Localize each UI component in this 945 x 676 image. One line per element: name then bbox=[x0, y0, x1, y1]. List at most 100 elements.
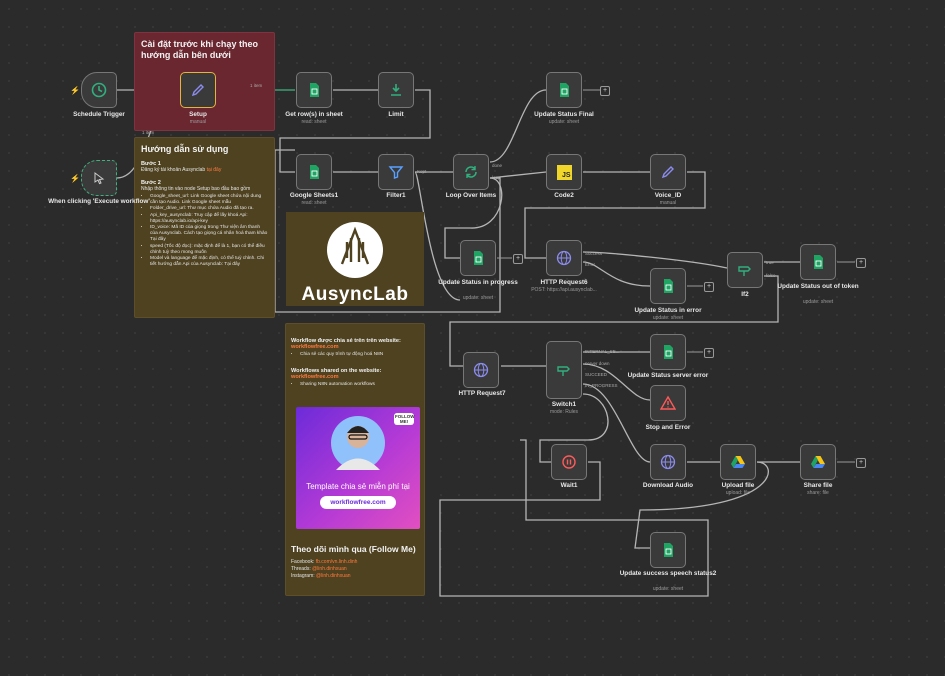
cursor-icon bbox=[94, 172, 105, 185]
voice-id-node[interactable] bbox=[650, 154, 686, 190]
limit-node[interactable] bbox=[378, 72, 414, 108]
filter-icon bbox=[388, 166, 404, 179]
banner-button[interactable]: workflowfree.com bbox=[320, 496, 396, 509]
loop-icon bbox=[465, 166, 477, 178]
add-node-button[interactable]: + bbox=[856, 258, 866, 268]
update-success-sub: update: sheet bbox=[652, 586, 684, 592]
update-out-of-token-node[interactable] bbox=[800, 244, 836, 280]
setup-label: Setup bbox=[189, 111, 207, 118]
step1-link[interactable]: tại đây bbox=[206, 167, 222, 173]
facebook-link[interactable]: fb.com/vn.linh.dinh bbox=[315, 559, 358, 565]
stop-and-error-node[interactable] bbox=[650, 385, 686, 421]
globe-icon bbox=[660, 454, 676, 470]
http-request6-node[interactable] bbox=[546, 240, 582, 276]
globe-icon bbox=[473, 362, 489, 378]
code2-label: Code2 bbox=[554, 192, 574, 199]
switch1-label: Switch1 bbox=[551, 401, 577, 408]
sticky-setup-title: Cài đặt trước khi chạy theo hướng dẫn bê… bbox=[141, 39, 258, 60]
threads-link[interactable]: @linh.dinhxuan bbox=[312, 566, 347, 572]
get-rows-sub: read: sheet bbox=[301, 119, 327, 125]
clock-icon bbox=[91, 82, 107, 98]
share-en-title: Workflows shared on the website: bbox=[291, 368, 382, 375]
pause-icon bbox=[562, 455, 576, 469]
update-in-error-sub: update: sheet bbox=[652, 315, 684, 321]
switch1-node[interactable] bbox=[546, 341, 582, 399]
if-false-port: false bbox=[766, 273, 776, 278]
download-audio-node[interactable] bbox=[650, 444, 686, 480]
update-in-error-node[interactable] bbox=[650, 268, 686, 304]
google-sheets1-node[interactable] bbox=[296, 154, 332, 190]
update-out-of-token-sub: update: sheet bbox=[802, 299, 834, 305]
update-status-final-sub: update: sheet bbox=[548, 119, 580, 125]
globe-icon bbox=[556, 250, 572, 266]
share-en-item: Sharing N8N automation workflows bbox=[300, 382, 419, 388]
loop-done-port: done bbox=[492, 163, 503, 168]
update-success-label: Update success speech status2 bbox=[619, 570, 717, 577]
http-request6-sub: POST: https://api.ausynclab... bbox=[531, 287, 597, 293]
sticky-guide-note[interactable]: Hướng dẫn sử dụng Bước 1 Đăng ký tài kho… bbox=[134, 137, 275, 318]
share-vi-item: Chia sẻ các quy trình tự động hoá N8N bbox=[300, 352, 419, 358]
add-node-button[interactable]: + bbox=[704, 348, 714, 358]
google-drive-icon bbox=[811, 456, 825, 468]
upload-file-label: Upload file bbox=[721, 482, 755, 489]
guide-item: Api_key_ausynclab: Truy cập để lấy khoá … bbox=[150, 213, 268, 225]
update-status-final-node[interactable] bbox=[546, 72, 582, 108]
loop-over-items-label: Loop Over Items bbox=[445, 192, 497, 199]
share-vi-title: Workflow được chia sẻ trên trên website: bbox=[291, 338, 401, 344]
loop-over-items-node[interactable] bbox=[453, 154, 489, 190]
guide-item: speed (Tốc độ đọc): mặc định để là 1, bạ… bbox=[150, 244, 268, 256]
pencil-icon bbox=[661, 166, 674, 179]
follow-title: Theo dõi mình qua (Follow Me) bbox=[291, 544, 416, 554]
add-node-button[interactable]: + bbox=[513, 254, 523, 264]
switch-output-port: INTERNAL_SE... bbox=[585, 349, 620, 354]
follow-me-badge: FOLLOW ME! bbox=[394, 413, 415, 425]
code2-node[interactable]: JS bbox=[546, 154, 582, 190]
switch-icon bbox=[557, 366, 570, 376]
google-sheets-icon bbox=[814, 255, 823, 269]
get-rows-node[interactable] bbox=[296, 72, 332, 108]
voice-id-sub: manual bbox=[659, 200, 677, 206]
update-server-error-node[interactable] bbox=[650, 334, 686, 370]
logo-wordmark: AusyncLab bbox=[301, 284, 409, 305]
get-rows-label: Get row(s) in sheet bbox=[285, 111, 343, 118]
share-vi-list: Chia sẻ các quy trình tự động hoá N8N bbox=[291, 352, 419, 358]
http-request7-node[interactable] bbox=[463, 352, 499, 388]
trigger-bolt-icon: ⚡ bbox=[70, 86, 80, 95]
add-node-button[interactable]: + bbox=[600, 86, 610, 96]
if-true-port: true bbox=[766, 260, 774, 265]
share-vi-link[interactable]: workflowfree.com bbox=[291, 344, 339, 350]
guide-item: ID_voice: Mã ID của giọng trong Thư viện… bbox=[150, 225, 268, 244]
schedule-trigger-label: Schedule Trigger bbox=[73, 111, 125, 118]
add-node-button[interactable]: + bbox=[704, 282, 714, 292]
share-en-link[interactable]: workflowfree.com bbox=[291, 374, 339, 381]
item-count-badge: 1 item bbox=[250, 83, 263, 88]
step1-text: Đăng ký tài khoản Ausynclab tại đây bbox=[141, 167, 222, 173]
loop-loop-port: loop bbox=[492, 175, 501, 180]
instagram-link[interactable]: @linh.dinhxuan bbox=[316, 573, 351, 579]
update-success-node[interactable] bbox=[650, 532, 686, 568]
http-request7-label: HTTP Request7 bbox=[458, 390, 506, 397]
update-out-of-token-label: Update Status out of token bbox=[777, 283, 859, 290]
google-sheets1-sub: read: sheet bbox=[301, 200, 327, 206]
wait1-node[interactable] bbox=[551, 444, 587, 480]
manual-trigger-node[interactable] bbox=[81, 160, 117, 196]
workflowfree-banner: FOLLOW ME! Template chia sẻ miễn phí tại… bbox=[296, 407, 420, 529]
update-in-progress-node[interactable] bbox=[460, 240, 496, 276]
schedule-trigger-node[interactable] bbox=[81, 72, 117, 108]
if2-node[interactable] bbox=[727, 252, 763, 288]
voice-id-label: Voice_ID bbox=[654, 192, 682, 199]
switch-output-port: server down bbox=[585, 361, 610, 366]
upload-file-node[interactable] bbox=[720, 444, 756, 480]
limit-label: Limit bbox=[388, 111, 404, 118]
javascript-icon: JS bbox=[556, 164, 572, 180]
warning-icon bbox=[660, 395, 676, 410]
switch-output-port: IN_PROGRESS bbox=[585, 383, 618, 388]
filter1-node[interactable] bbox=[378, 154, 414, 190]
step1-title: Bước 1 bbox=[141, 161, 161, 167]
add-node-button[interactable]: + bbox=[856, 458, 866, 468]
guide-item: Google_sheet_url: Link Google sheet chứa… bbox=[150, 194, 268, 206]
google-sheets-icon bbox=[560, 83, 569, 97]
setup-node[interactable] bbox=[180, 72, 216, 108]
update-in-progress-sub: update: sheet bbox=[462, 295, 494, 301]
share-file-node[interactable] bbox=[800, 444, 836, 480]
